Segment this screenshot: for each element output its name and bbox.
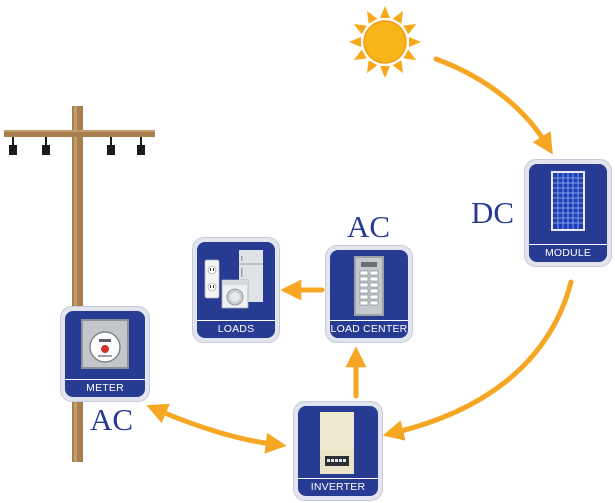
ac-label-meter: AC <box>90 402 134 437</box>
module-label: MODULE <box>529 244 607 262</box>
electric-meter-icon <box>81 319 129 369</box>
appliances-icon <box>204 250 263 309</box>
loads-label: LOADS <box>197 320 275 338</box>
arrow-icon <box>146 403 287 454</box>
arrow-icon <box>433 56 553 155</box>
inverter-label: INVERTER <box>298 478 378 496</box>
inverter-icon <box>320 412 354 474</box>
arrow-icon <box>382 279 574 441</box>
meter-tile: METER <box>61 307 149 401</box>
sun-icon <box>349 6 421 78</box>
inverter-tile: INVERTER <box>294 402 382 500</box>
module-tile: MODULE <box>525 160 611 266</box>
utility-pole-icon <box>4 106 155 462</box>
load-center-label: LOAD CENTER <box>330 320 408 338</box>
meter-label: METER <box>65 379 145 397</box>
load-center-tile: LOAD CENTER <box>326 246 412 342</box>
breaker-panel-icon <box>354 256 384 316</box>
loads-tile: LOADS <box>193 238 279 342</box>
dc-label: DC <box>471 195 515 230</box>
solar-panel-icon <box>551 171 585 231</box>
ac-label-load-center: AC <box>347 209 391 244</box>
